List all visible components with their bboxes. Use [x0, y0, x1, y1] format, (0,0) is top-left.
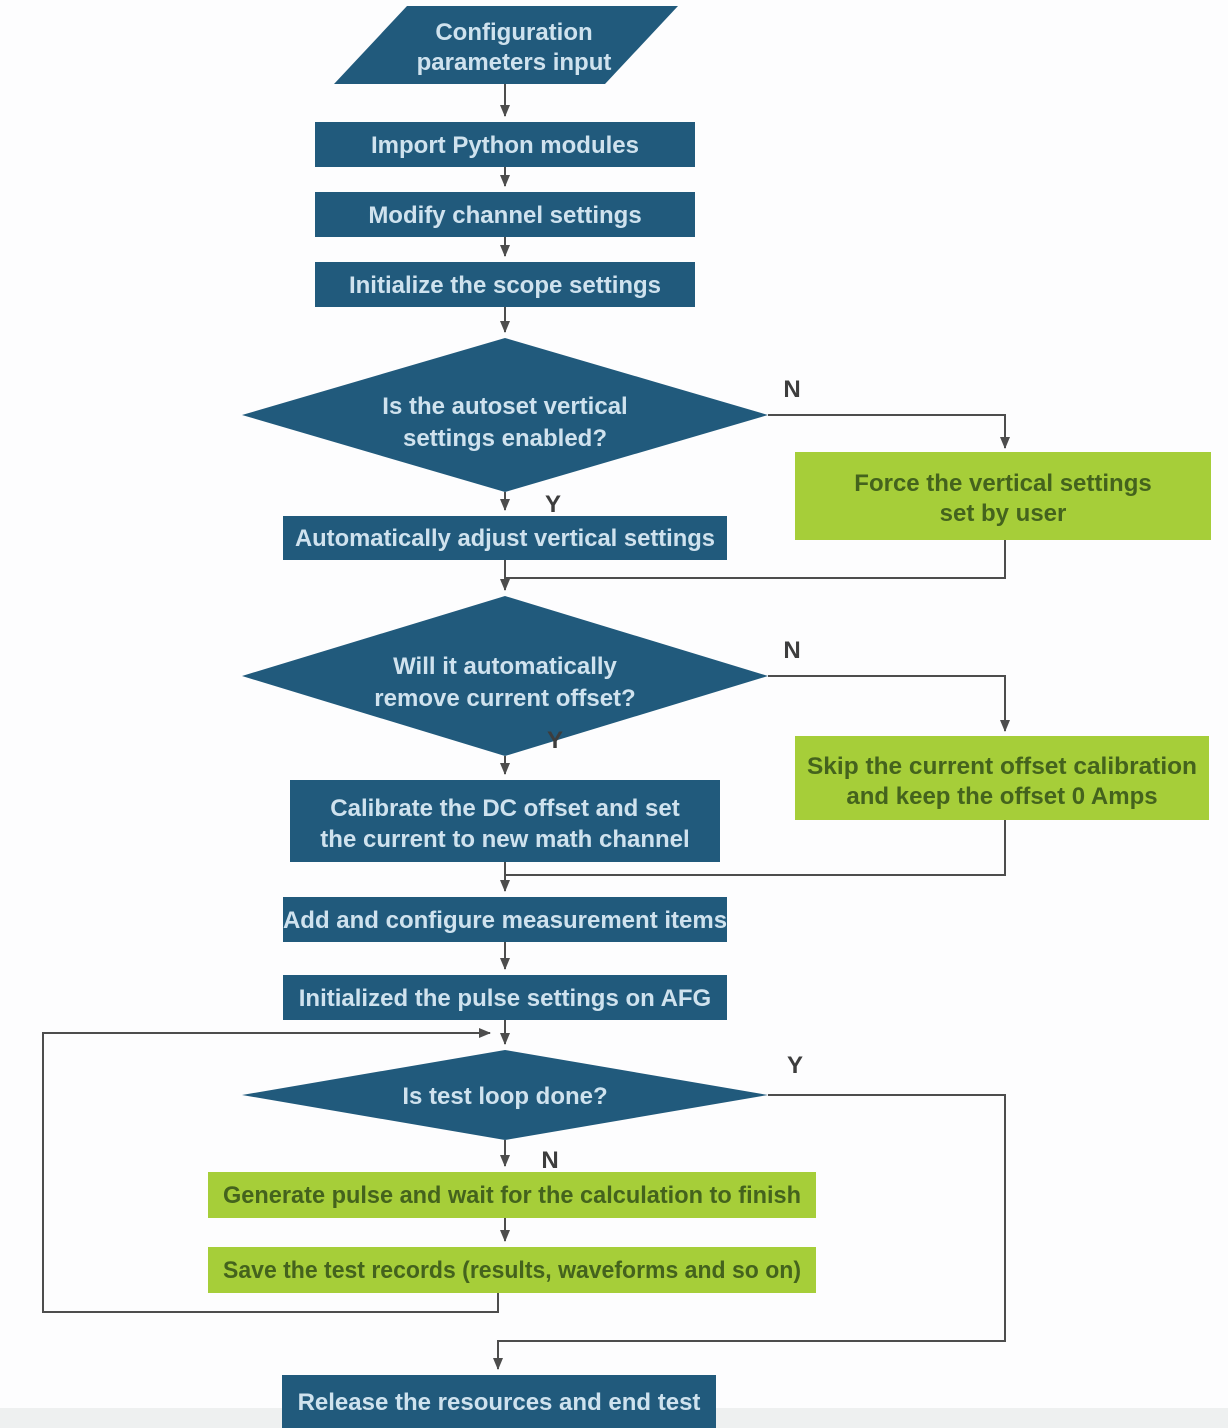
init-scope-node [315, 262, 695, 307]
auto-adjust-node [283, 516, 727, 560]
force-vertical-label-line2: set by user [940, 500, 1067, 527]
release-label: Release the resources and end test [298, 1389, 701, 1416]
offset-decision-label-line1: Will it automatically [393, 653, 617, 680]
init-pulse-label: Initialized the pulse settings on AFG [299, 985, 711, 1012]
start-node [334, 6, 678, 84]
offset-decision-node [242, 596, 768, 756]
autoset-decision-label-line2: settings enabled? [403, 425, 607, 452]
save-records-node [208, 1247, 816, 1293]
loop-yes-label: Y [787, 1052, 803, 1079]
loop-decision-label: Is test loop done? [402, 1083, 607, 1110]
modify-channel-node [315, 192, 695, 237]
generate-pulse-node [208, 1172, 816, 1218]
save-records-label: Save the test records (results, waveform… [223, 1257, 801, 1284]
modify-channel-label: Modify channel settings [368, 202, 641, 229]
edge-skip-offset-return [505, 820, 1006, 876]
auto-adjust-label: Automatically adjust vertical settings [295, 525, 715, 552]
init-scope-label: Initialize the scope settings [349, 272, 661, 299]
add-measurements-node [283, 897, 727, 942]
force-vertical-node [795, 452, 1211, 540]
force-vertical-label-line1: Force the vertical settings [854, 470, 1151, 497]
offset-no-label: N [783, 637, 800, 664]
offset-yes-label: Y [547, 727, 563, 754]
edge-autoset-no-branch [768, 414, 1010, 449]
edge-loop-back [42, 1028, 499, 1313]
edge-force-vertical-return [505, 540, 1006, 579]
start-node-label-line2: parameters input [417, 49, 612, 76]
calibrate-offset-label-line2: the current to new math channel [320, 826, 689, 853]
edge-offset-no-branch [768, 675, 1010, 732]
import-modules-node [315, 122, 695, 167]
loop-decision-node [242, 1050, 768, 1140]
calibrate-offset-label-line1: Calibrate the DC offset and set [330, 795, 679, 822]
autoset-decision-node [242, 338, 768, 492]
import-modules-label: Import Python modules [371, 132, 639, 159]
release-node [282, 1375, 716, 1428]
loop-no-label: N [541, 1147, 558, 1174]
skip-offset-label-line2: and keep the offset 0 Amps [846, 783, 1157, 810]
autoset-decision-label-line1: Is the autoset vertical [382, 393, 627, 420]
init-pulse-node [283, 975, 727, 1020]
skip-offset-label-line1: Skip the current offset calibration [807, 753, 1197, 780]
generate-pulse-label: Generate pulse and wait for the calculat… [223, 1182, 801, 1209]
autoset-no-label: N [783, 376, 800, 403]
skip-offset-node [795, 736, 1209, 820]
add-measurements-label: Add and configure measurement items [283, 907, 727, 934]
offset-decision-label-line2: remove current offset? [374, 685, 635, 712]
autoset-yes-label: Y [545, 491, 561, 518]
start-node-label-line1: Configuration [435, 19, 592, 46]
calibrate-offset-node [290, 780, 720, 862]
edge-loop-yes-branch [493, 1094, 1006, 1370]
